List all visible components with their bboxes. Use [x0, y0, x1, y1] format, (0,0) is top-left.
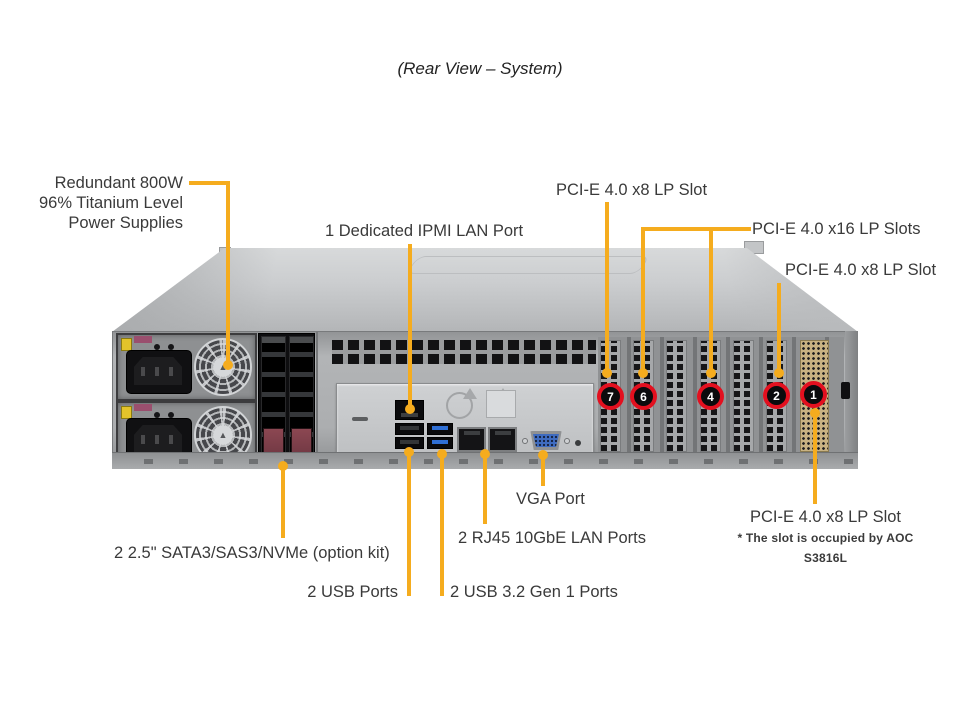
- callout-ipmi-dot: [405, 404, 415, 414]
- callout-psu-line: [226, 181, 230, 365]
- callout-lan-dot: [480, 449, 490, 459]
- label-pcie-x16: PCI-E 4.0 x16 LP Slots: [752, 220, 921, 238]
- psu2-warning-sticker: [134, 404, 152, 411]
- panel-divider: [316, 331, 318, 469]
- label-power-supplies: Redundant 800W 96% Titanium Level Power …: [39, 174, 183, 232]
- slot-badge-6: 6: [630, 383, 657, 410]
- panel-screw: [575, 440, 581, 446]
- callout-usb2-dot: [404, 447, 414, 457]
- label-drives: 2 2.5" SATA3/SAS3/NVMe (option kit): [114, 544, 390, 562]
- drive-bays: [258, 333, 315, 467]
- slot-badge-4: 4: [697, 383, 724, 410]
- slot-badge-2: 2: [763, 382, 790, 409]
- chassis-latch: [841, 382, 850, 399]
- callout-usb2-line: [407, 452, 411, 596]
- psu2-led2: [168, 412, 174, 418]
- psu2-led: [154, 412, 160, 418]
- vga-port: [522, 430, 570, 452]
- io-shield-slit: [352, 417, 368, 421]
- power-supply-1: ▲: [116, 333, 257, 401]
- callout-slot2-line: [777, 283, 781, 374]
- callout-x16-line: [641, 227, 645, 374]
- pci-slot-cover-5: [666, 340, 687, 452]
- psu1-warning-sticker: [134, 336, 152, 343]
- usb3-port-bottom: [427, 437, 453, 449]
- label-pcie-slot1: PCI-E 4.0 x8 LP Slot * The slot is occup…: [718, 507, 933, 568]
- psu1-ac-inlet: [126, 350, 192, 394]
- label-usb3: 2 USB 3.2 Gen 1 Ports: [450, 583, 618, 601]
- callout-drives-dot: [278, 461, 288, 471]
- callout-vga-dot: [538, 450, 548, 460]
- diagram-title: (Rear View – System): [397, 59, 563, 78]
- callout-x16-line: [641, 227, 751, 231]
- chassis-top-lid: [112, 248, 858, 332]
- label-vga: VGA Port: [516, 490, 585, 508]
- callout-slot7-dot: [602, 368, 612, 378]
- callout-x16-dot: [706, 368, 716, 378]
- lid-recess-outline: [405, 256, 651, 274]
- label-pcie-slot7: PCI-E 4.0 x8 LP Slot: [556, 181, 708, 199]
- label-pcie-slot2: PCI-E 4.0 x8 LP Slot: [785, 261, 937, 279]
- drive-tray-2: [289, 336, 314, 464]
- label-usb2: 2 USB Ports: [307, 583, 398, 601]
- callout-ipmi-line: [408, 244, 412, 410]
- chassis-right-edge: [845, 331, 858, 469]
- usb2-port-top: [395, 423, 424, 435]
- callout-slot1-dot: [810, 408, 820, 418]
- rj45-lan-port-1: [457, 427, 486, 452]
- callout-drives-line: [281, 466, 285, 538]
- callout-x16-line: [709, 227, 713, 374]
- vent-grid: [332, 338, 596, 364]
- callout-slot2-dot: [774, 368, 784, 378]
- rj45-lan-port-2: [488, 427, 517, 452]
- label-ipmi-lan: 1 Dedicated IPMI LAN Port: [325, 222, 524, 240]
- callout-usb3-dot: [437, 449, 447, 459]
- slot-badge-7: 7: [597, 383, 624, 410]
- pci-slot-cover-3: [733, 340, 754, 452]
- callout-usb3-line: [440, 453, 444, 596]
- drive-tray-1: [261, 336, 286, 464]
- callout-slot7-line: [605, 202, 609, 374]
- callout-x16-dot: [638, 368, 648, 378]
- callout-lan-line: [483, 455, 487, 524]
- knockout-circle: [446, 392, 473, 419]
- callout-psu-dot: [223, 360, 233, 370]
- psu1-led: [154, 344, 160, 350]
- usb2-port-bottom: [395, 437, 424, 449]
- usb3-port-top: [427, 423, 453, 435]
- callout-psu-line: [189, 181, 230, 185]
- psu1-led2: [168, 344, 174, 350]
- knockout-square: [486, 390, 516, 418]
- label-lan-ports: 2 RJ45 10GbE LAN Ports: [458, 529, 647, 547]
- slot-badge-1: 1: [800, 381, 827, 408]
- warning-triangle-icon: [463, 388, 477, 399]
- label-pcie-slot1-note: * The slot is occupied by AOC S3816L: [737, 531, 914, 565]
- callout-slot1-line: [813, 412, 817, 504]
- lid-shading: [112, 248, 858, 332]
- callout-vga-line: [541, 456, 545, 486]
